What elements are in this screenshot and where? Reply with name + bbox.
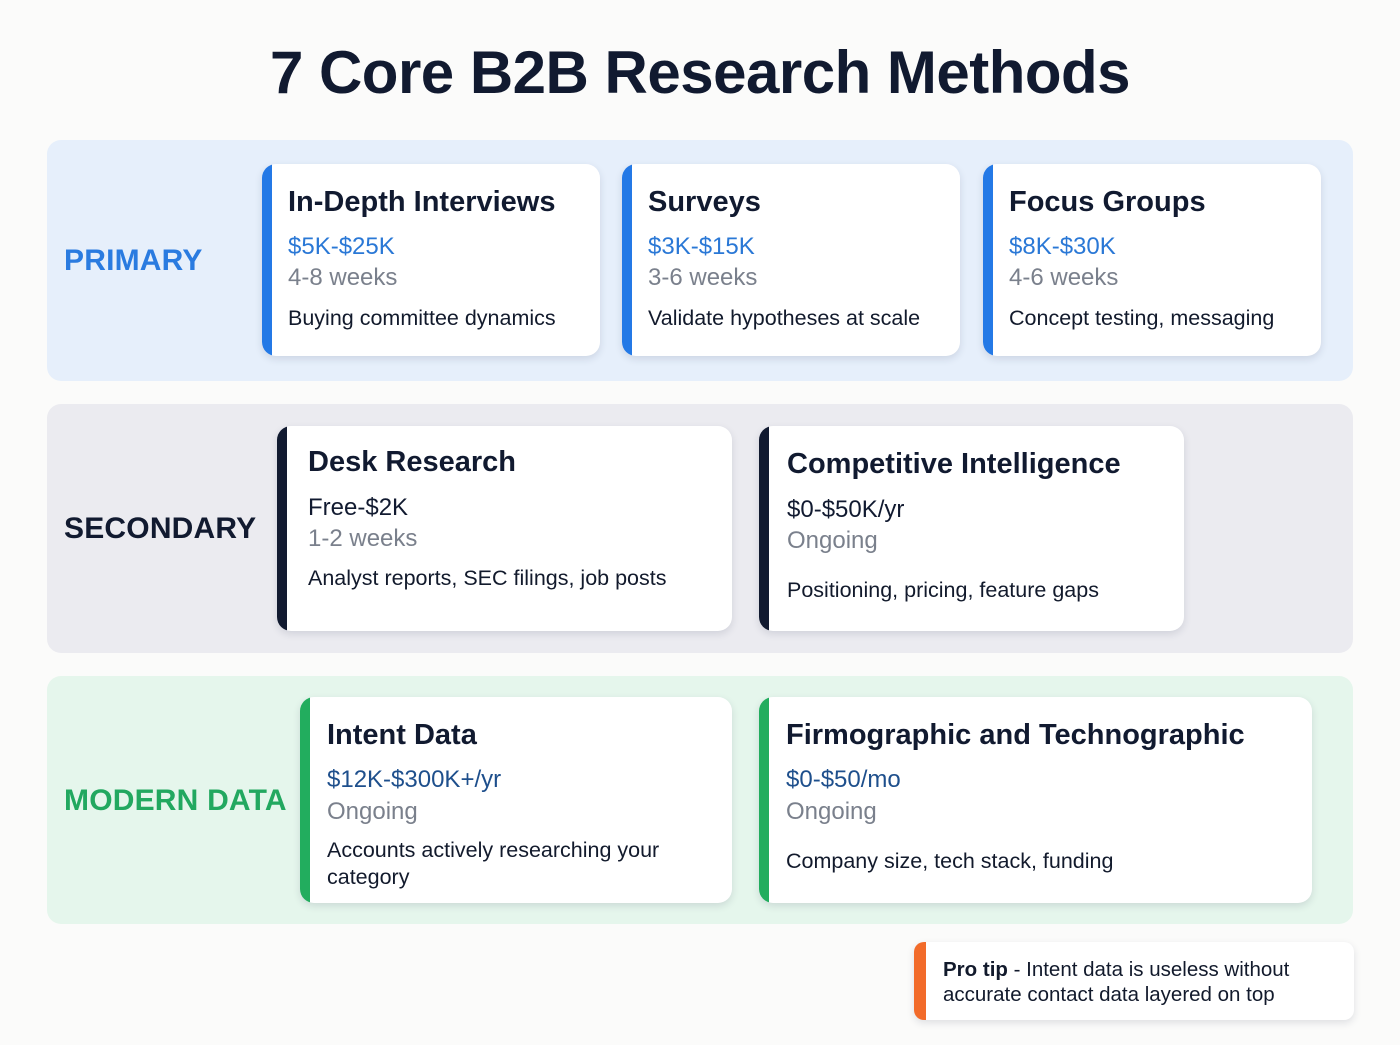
method-timeline: 4-8 weeks bbox=[288, 264, 398, 291]
pro-tip-separator: - bbox=[1007, 958, 1027, 981]
category-label: MODERN DATA bbox=[64, 784, 287, 817]
method-cost: $8K-$30K bbox=[1009, 233, 1116, 260]
method-use: Positioning, pricing, feature gaps bbox=[787, 578, 1099, 602]
method-use: Validate hypotheses at scale bbox=[648, 306, 921, 330]
method-name: In-Depth Interviews bbox=[288, 186, 556, 218]
method-timeline: Ongoing bbox=[787, 527, 878, 554]
pro-tip-label: Pro tip bbox=[943, 958, 1008, 981]
method-card-focus-groups: Focus Groups $8K-$30K 4-6 weeks Concept … bbox=[983, 164, 1321, 356]
category-modern-data: MODERN DATA Intent Data $12K-$300K+/yr O… bbox=[47, 676, 1353, 924]
method-card-intent-data: Intent Data $12K-$300K+/yr Ongoing Accou… bbox=[300, 697, 732, 903]
pro-tip-text: Pro tip - Intent data is useless without… bbox=[943, 957, 1343, 1007]
method-card-surveys: Surveys $3K-$15K 3-6 weeks Validate hypo… bbox=[622, 164, 960, 356]
method-name: Focus Groups bbox=[1009, 186, 1206, 218]
method-timeline: 4-6 weeks bbox=[1009, 264, 1119, 291]
method-name: Competitive Intelligence bbox=[787, 448, 1121, 480]
method-card-competitive-intelligence: Competitive Intelligence $0-$50K/yr Ongo… bbox=[759, 426, 1184, 631]
category-primary: PRIMARY In-Depth Interviews $5K-$25K 4-8… bbox=[47, 140, 1353, 381]
category-label: SECONDARY bbox=[64, 512, 257, 545]
method-cost: $0-$50K/yr bbox=[787, 496, 905, 523]
category-label: PRIMARY bbox=[64, 244, 203, 277]
method-name: Intent Data bbox=[327, 719, 477, 751]
method-timeline: Ongoing bbox=[327, 798, 418, 825]
method-timeline: 3-6 weeks bbox=[648, 264, 758, 291]
category-secondary: SECONDARY Desk Research Free-$2K 1-2 wee… bbox=[47, 404, 1353, 653]
method-cost: $12K-$300K+/yr bbox=[327, 766, 502, 793]
method-name: Desk Research bbox=[308, 446, 516, 478]
method-cost: $3K-$15K bbox=[648, 233, 755, 260]
method-cost: $5K-$25K bbox=[288, 233, 395, 260]
pro-tip-body: Intent data is useless without accurate … bbox=[943, 958, 1290, 1006]
method-cost: Free-$2K bbox=[308, 494, 409, 521]
method-card-firmographic-technographic: Firmographic and Technographic $0-$50/mo… bbox=[759, 697, 1312, 903]
method-timeline: Ongoing bbox=[786, 798, 877, 825]
method-name: Firmographic and Technographic bbox=[786, 719, 1245, 751]
method-name: Surveys bbox=[648, 186, 761, 218]
method-card-desk-research: Desk Research Free-$2K 1-2 weeks Analyst… bbox=[277, 426, 732, 631]
method-cost: $0-$50/mo bbox=[786, 766, 901, 793]
method-use: Buying committee dynamics bbox=[288, 306, 556, 330]
method-card-in-depth-interviews: In-Depth Interviews $5K-$25K 4-8 weeks B… bbox=[262, 164, 600, 356]
method-use: Company size, tech stack, funding bbox=[786, 849, 1114, 873]
method-use: Accounts actively researching your categ… bbox=[327, 838, 660, 889]
method-use: Concept testing, messaging bbox=[1009, 306, 1275, 330]
method-timeline: 1-2 weeks bbox=[308, 525, 418, 552]
method-use: Analyst reports, SEC filings, job posts bbox=[308, 566, 667, 590]
page-title: 7 Core B2B Research Methods bbox=[269, 39, 1131, 106]
pro-tip-callout: Pro tip - Intent data is useless without… bbox=[914, 942, 1354, 1020]
